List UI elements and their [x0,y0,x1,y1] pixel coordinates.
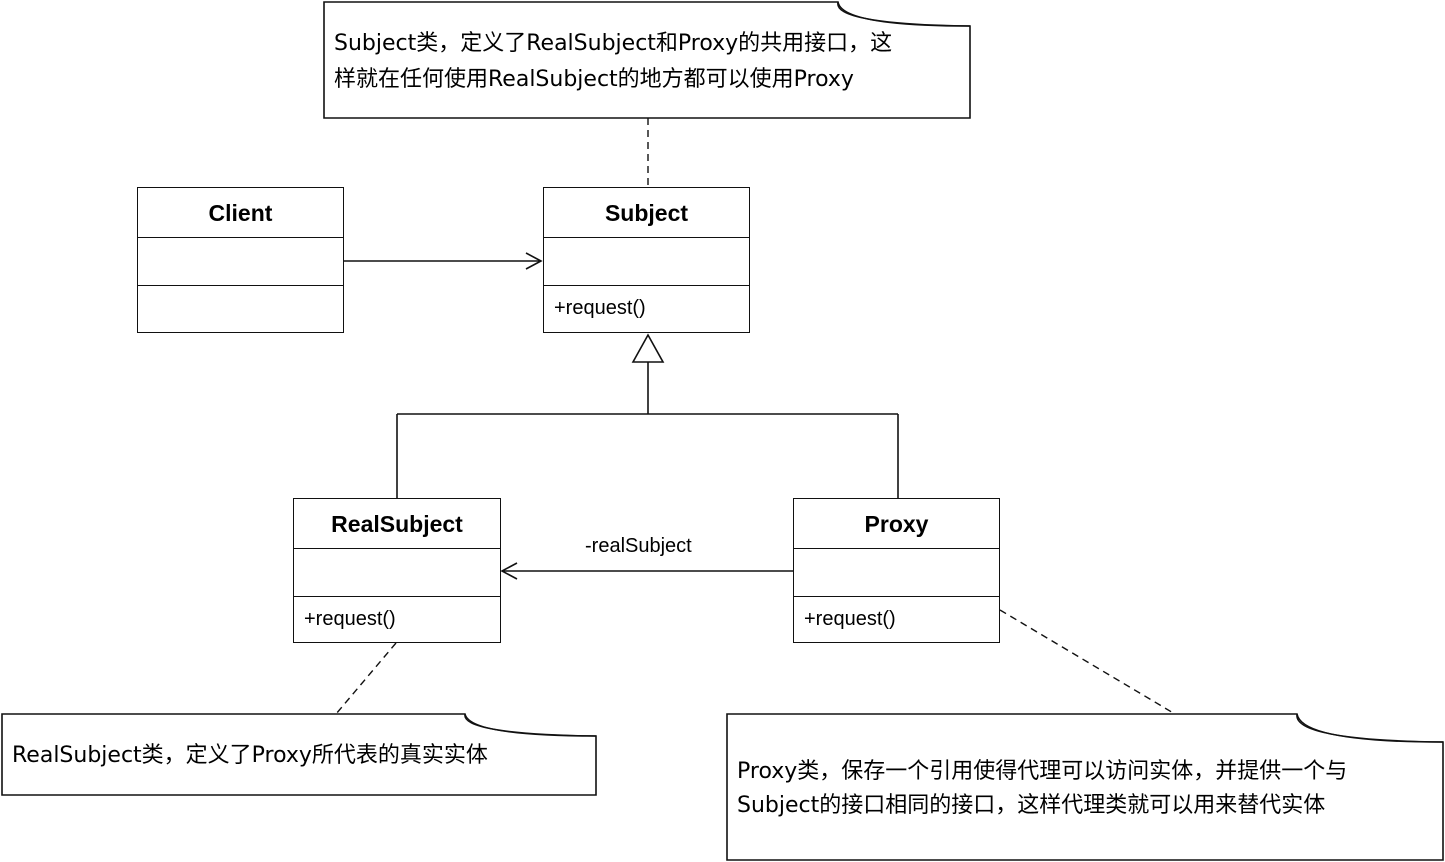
note-subject-line1: Subject类，定义了RealSubject和Proxy的共用接口，这 [334,31,893,56]
class-realsubject-attributes [294,549,500,597]
class-proxy-attributes [794,549,999,597]
proxy-realsubject-arrowhead [500,562,518,580]
class-client-operations [138,286,343,332]
class-proxy-operation: +request() [804,608,896,630]
class-client[interactable]: Client [137,187,344,333]
class-realsubject[interactable]: RealSubject +request() [293,498,501,643]
note-subject-fold [837,1,971,27]
note-realsubject-fold [464,713,597,737]
note-subject-line2: 样就在任何使用RealSubject的地方都可以使用Proxy [334,67,854,92]
note-proxy-line1: Proxy类，保存一个引用使得代理可以访问实体，并提供一个与 [737,759,1348,784]
note-realsubject-anchor [335,642,397,715]
class-subject-attributes [544,238,749,286]
note-realsubject-line1: RealSubject类，定义了Proxy所代表的真实实体 [12,743,488,768]
client-subject-arrowhead [525,252,543,270]
class-client-name: Client [138,188,343,238]
class-proxy-name: Proxy [794,499,999,549]
class-subject-name: Subject [544,188,749,238]
class-subject-operation: +request() [554,297,646,319]
generalization-triangle [631,333,665,363]
class-subject[interactable]: Subject +request() [543,187,750,333]
note-proxy-anchor [999,609,1176,715]
class-realsubject-operation: +request() [304,608,396,630]
class-proxy[interactable]: Proxy +request() [793,498,1000,643]
class-realsubject-name: RealSubject [294,499,500,549]
class-client-attributes [138,238,343,286]
note-proxy-fold [1296,713,1444,743]
association-role-label: -realSubject [585,535,692,557]
note-proxy-line2: Subject的接口相同的接口，这样代理类就可以用来替代实体 [737,793,1326,818]
